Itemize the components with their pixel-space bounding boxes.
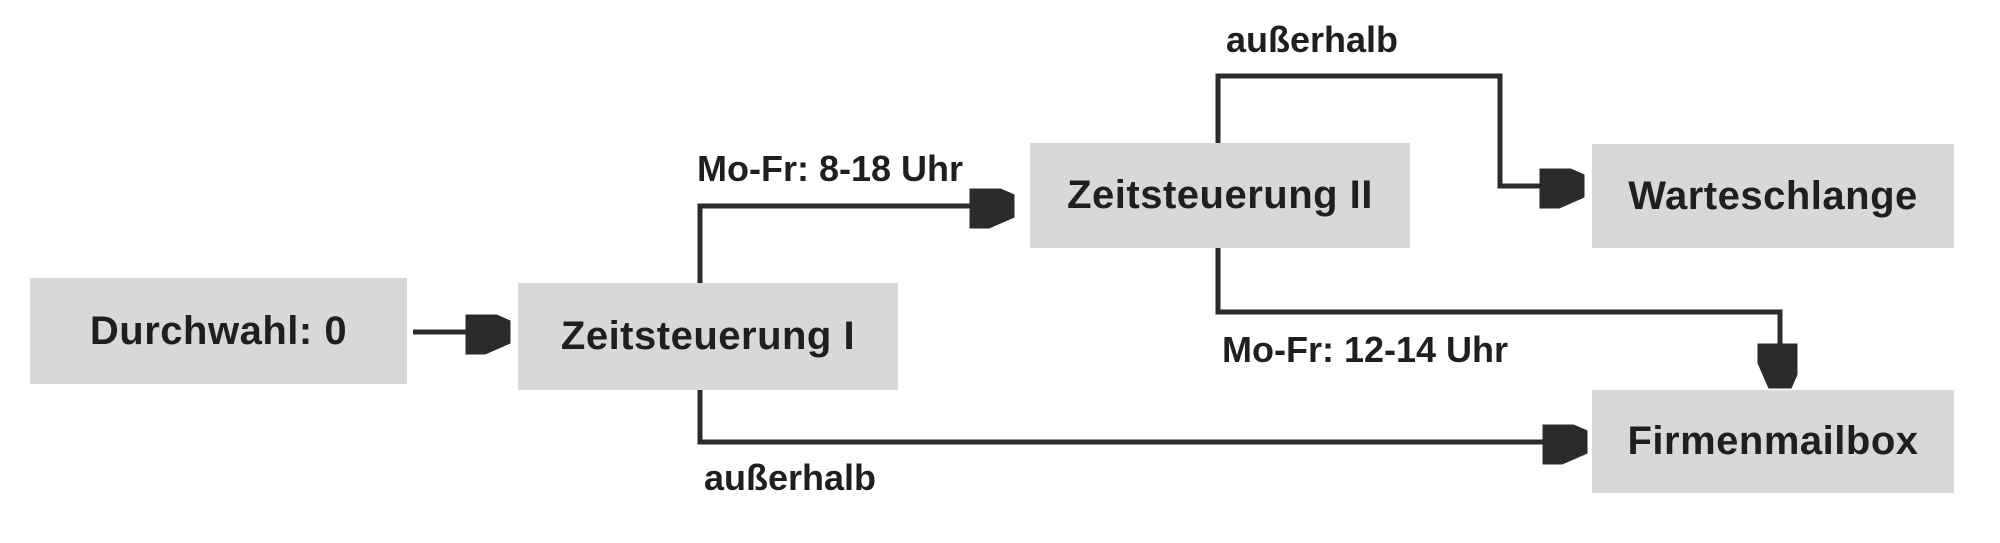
node-zeitsteuerung-2: Zeitsteuerung II	[1030, 143, 1410, 248]
edge-zeitsteuerung2-to-warteschlange	[1215, 73, 1542, 186]
edge-label-mo-fr-12-14-uhr: Mo-Fr: 12-14 Uhr	[1221, 329, 1509, 370]
node-zeitsteuerung-1-label: Zeitsteuerung I	[560, 314, 856, 358]
edge-zeitsteuerung2-to-firmenmailbox	[1215, 248, 1780, 346]
node-zeitsteuerung-2-label: Zeitsteuerung II	[1067, 173, 1373, 217]
edge-label-ausserhalb-bottom: außerhalb	[703, 457, 877, 498]
node-firmenmailbox-label: Firmenmailbox	[1627, 419, 1919, 463]
edge-zeitsteuerung1-to-firmenmailbox	[697, 390, 1545, 442]
edge-zeitsteuerung1-to-zeitsteuerung2	[697, 206, 972, 283]
edge-label-ausserhalb-top: außerhalb	[1225, 19, 1399, 60]
node-firmenmailbox: Firmenmailbox	[1592, 390, 1954, 493]
node-warteschlange-label: Warteschlange	[1628, 173, 1918, 218]
node-zeitsteuerung-1: Zeitsteuerung I	[518, 283, 898, 390]
edge-label-mo-fr-8-18-uhr: Mo-Fr: 8-18 Uhr	[696, 148, 964, 189]
node-durchwahl: Durchwahl: 0	[30, 278, 407, 384]
node-durchwahl-label: Durchwahl: 0	[89, 308, 348, 353]
node-warteschlange: Warteschlange	[1592, 144, 1954, 248]
